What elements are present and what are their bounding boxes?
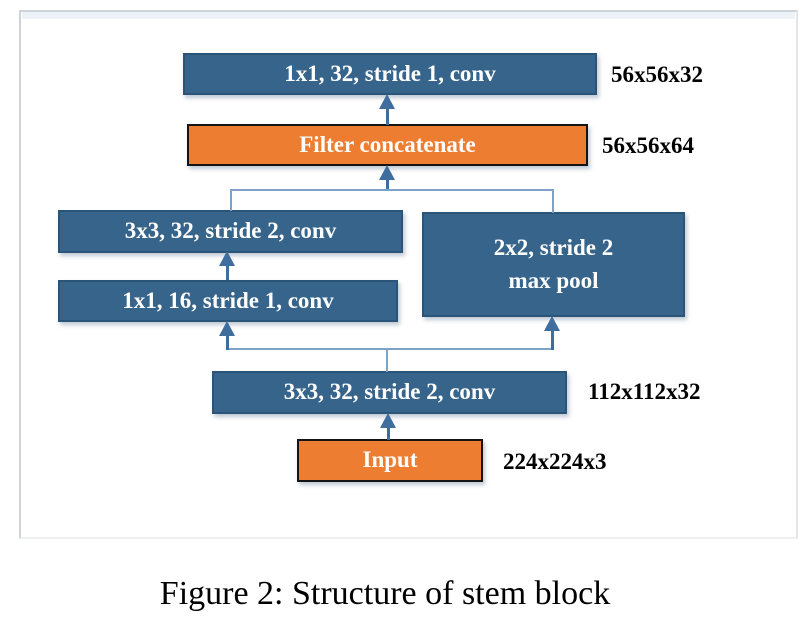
dim-label-224x224x3: 224x224x3 <box>503 449 607 474</box>
arrow-line-concat-to-topconv <box>386 109 389 125</box>
arrow-head-1x1-to-3x3 <box>219 251 235 266</box>
arrow-line-1x1-to-3x3 <box>226 266 229 280</box>
node-top-conv: 1x1, 32, stride 1, conv <box>183 53 597 95</box>
arrow-line-input-to-stemconv <box>387 428 390 440</box>
connector-bottom-split-horizontal <box>226 348 554 350</box>
arrow-head-concat-to-topconv <box>379 94 395 109</box>
arrow-stub-merge-to-concat <box>386 180 389 190</box>
node-max-pool: 2x2, stride 2 max pool <box>422 212 685 317</box>
arrow-line-split-to-1x1 <box>226 336 229 350</box>
arrow-head-merge-to-concat <box>379 165 395 180</box>
arrow-head-split-to-maxpool <box>544 316 560 331</box>
connector-top-merge-horizontal <box>230 189 554 191</box>
dim-label-112x112x32: 112x112x32 <box>588 379 701 404</box>
connector-top-merge-right-vertical <box>552 189 554 213</box>
connector-top-merge-left-vertical <box>230 189 232 211</box>
figure-caption: Figure 2: Structure of stem block <box>159 575 611 612</box>
node-branch-conv-3x3: 3x3, 32, stride 2, conv <box>58 210 403 253</box>
dim-label-56x56x64: 56x56x64 <box>602 133 694 158</box>
max-pool-line1: 2x2, stride 2 <box>493 235 614 260</box>
node-filter-concatenate: Filter concatenate <box>187 124 588 166</box>
max-pool-line2: max pool <box>508 268 599 293</box>
dim-label-56x56x32: 56x56x32 <box>611 62 703 87</box>
frame-top-tint <box>22 12 795 19</box>
node-input: Input <box>297 439 483 482</box>
arrow-head-split-to-1x1 <box>219 321 235 336</box>
arrow-line-split-to-maxpool <box>551 331 554 350</box>
node-branch-conv-1x1: 1x1, 16, stride 1, conv <box>58 280 398 322</box>
arrow-head-input-to-stemconv <box>380 413 396 428</box>
connector-bottom-split-center-stub <box>386 348 388 372</box>
node-stem-conv: 3x3, 32, stride 2, conv <box>212 371 567 414</box>
